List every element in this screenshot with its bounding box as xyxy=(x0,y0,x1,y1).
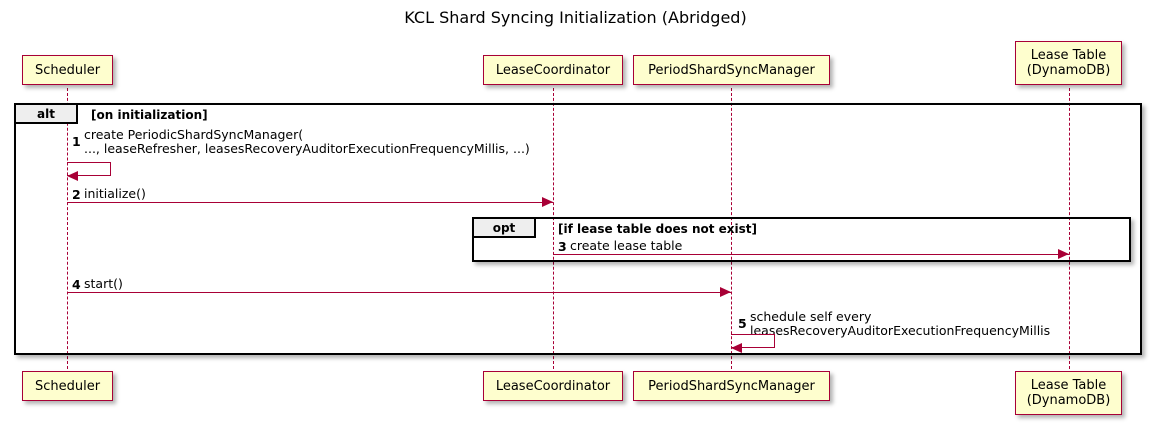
message-1-sequence-number: 1 xyxy=(72,134,81,149)
message-1-label: create PeriodicShardSyncManager( ..., le… xyxy=(84,127,530,156)
message-2-line xyxy=(67,202,553,203)
participant-scheduler-bottom[interactable]: Scheduler xyxy=(22,371,113,401)
message-4-line xyxy=(67,292,731,293)
participant-label: Scheduler xyxy=(34,378,101,394)
participant-periodshardsyncmanager-top[interactable]: PeriodShardSyncManager xyxy=(633,55,830,85)
participant-label: LeaseCoordinator xyxy=(495,62,611,78)
message-5-self-loop xyxy=(731,334,775,348)
message-5-sequence-number: 5 xyxy=(738,316,747,331)
participant-leasetable-top[interactable]: Lease Table (DynamoDB) xyxy=(1015,41,1122,85)
participant-label: Lease Table (DynamoDB) xyxy=(1026,48,1111,78)
message-3-arrowhead xyxy=(1058,249,1069,259)
participant-label: LeaseCoordinator xyxy=(495,378,611,394)
message-3-sequence-number: 3 xyxy=(558,239,567,254)
lifeline-scheduler xyxy=(67,88,68,369)
participant-label: Scheduler xyxy=(34,62,101,78)
participant-scheduler-top[interactable]: Scheduler xyxy=(22,55,113,85)
participant-label: Lease Table (DynamoDB) xyxy=(1026,378,1111,408)
fragment-opt: opt xyxy=(472,217,1131,262)
message-1-self-loop xyxy=(67,162,111,176)
message-5-label: schedule self every leasesRecoveryAudito… xyxy=(750,309,1051,338)
message-1-arrowhead xyxy=(67,171,78,181)
lifeline-periodshardsyncmanager xyxy=(731,88,732,369)
fragment-opt-operator-tab: opt xyxy=(474,219,536,238)
lifeline-leasecoordinator xyxy=(553,88,554,369)
fragment-alt-operator-tab: alt xyxy=(16,105,78,124)
fragment-operator-label: alt xyxy=(37,106,55,121)
fragment-opt-guard: [if lease table does not exist] xyxy=(558,222,758,236)
participant-leasetable-bottom[interactable]: Lease Table (DynamoDB) xyxy=(1015,371,1122,415)
participant-periodshardsyncmanager-bottom[interactable]: PeriodShardSyncManager xyxy=(633,371,830,401)
message-4-label: start() xyxy=(84,276,123,291)
participant-label: PeriodShardSyncManager xyxy=(648,378,815,394)
message-4-arrowhead xyxy=(720,287,731,297)
participant-leasecoordinator-top[interactable]: LeaseCoordinator xyxy=(483,55,623,85)
message-3-line xyxy=(553,254,1069,255)
message-4-sequence-number: 4 xyxy=(72,277,81,292)
message-5-arrowhead xyxy=(731,343,742,353)
lifeline-leasetable xyxy=(1069,88,1070,369)
page-title: KCL Shard Syncing Initialization (Abridg… xyxy=(404,8,747,27)
fragment-alt: alt xyxy=(14,103,1142,355)
fragment-alt-guard: [on initialization] xyxy=(91,108,208,122)
fragment-operator-label: opt xyxy=(492,220,516,235)
message-3-label: create lease table xyxy=(570,238,683,253)
fragment-opt-tab-notch xyxy=(536,219,548,238)
message-2-label: initialize() xyxy=(84,186,146,201)
message-2-sequence-number: 2 xyxy=(72,187,81,202)
message-2-arrowhead xyxy=(542,197,553,207)
participant-label: PeriodShardSyncManager xyxy=(648,62,815,78)
fragment-alt-tab-notch xyxy=(78,105,90,124)
participant-leasecoordinator-bottom[interactable]: LeaseCoordinator xyxy=(483,371,623,401)
